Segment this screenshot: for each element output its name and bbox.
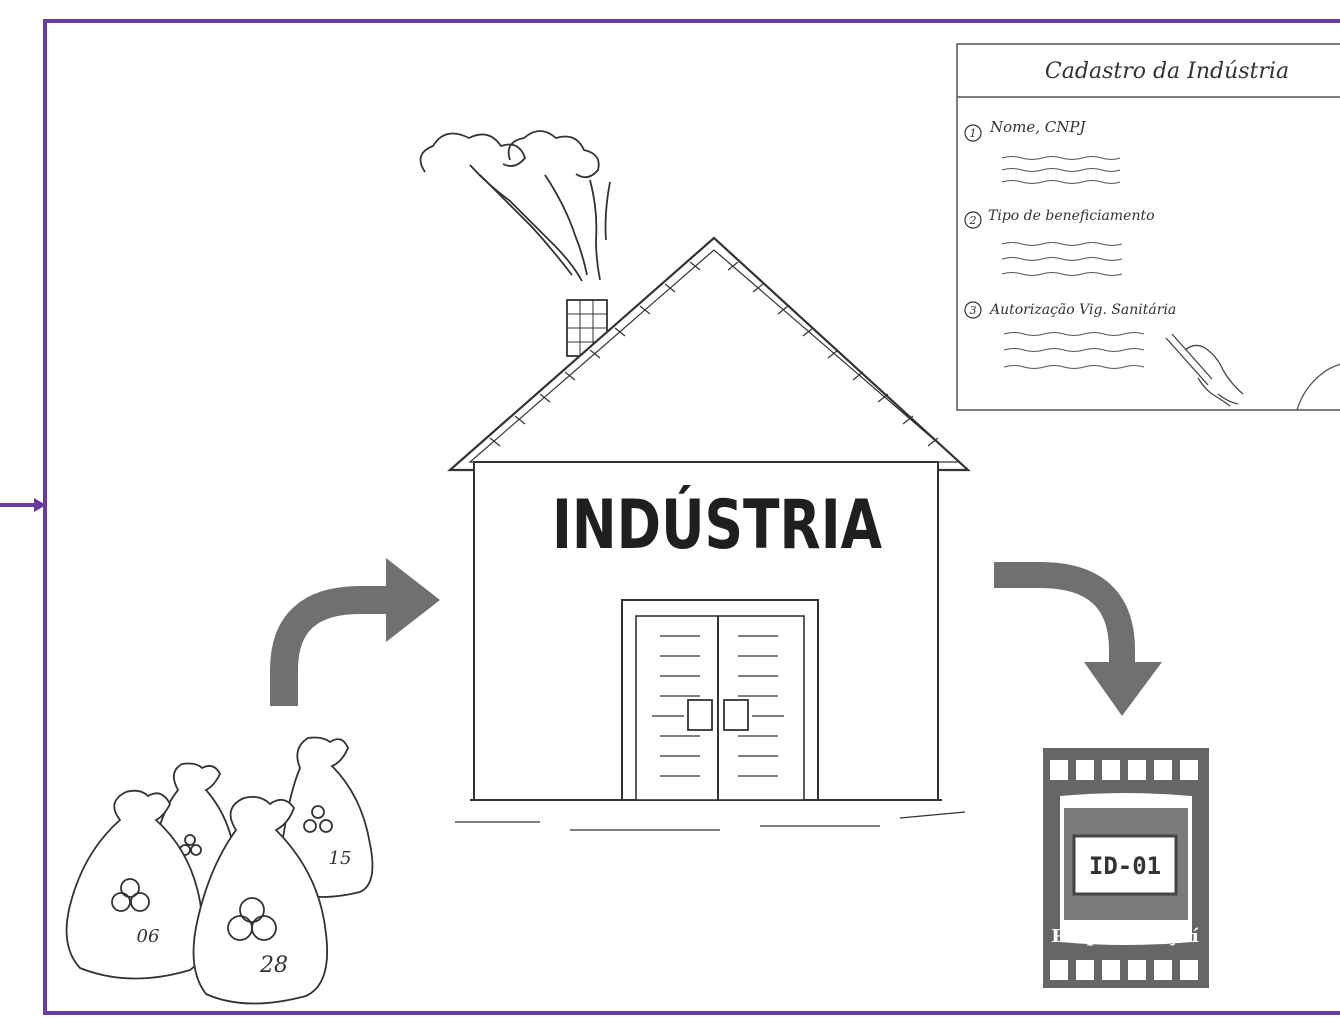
- form-item-number: 1: [970, 127, 977, 140]
- factory-door: [621, 599, 819, 801]
- registration-form: Cadastro da Indústria 1 Nome, CNPJ 2 Tip…: [956, 43, 1340, 411]
- arrow-to-product: [994, 562, 1162, 716]
- smoke-icon: [419, 130, 611, 282]
- bag-number: 15: [329, 848, 352, 869]
- page-curl: [1296, 363, 1340, 411]
- form-item-1: 1 Nome, CNPJ: [964, 118, 1121, 184]
- bag-number: 06: [137, 926, 160, 947]
- acai-bags-group: [65, 736, 374, 1005]
- bag-number: 28: [259, 953, 288, 978]
- arrow-into-factory: [270, 558, 440, 706]
- package-product-name: Polpa de açaí: [1051, 926, 1199, 947]
- form-title: Cadastro da Indústria: [1045, 59, 1289, 84]
- form-item-number: 3: [970, 304, 977, 317]
- form-item-label: Tipo de beneficiamento: [988, 208, 1155, 224]
- form-item-label: Autorização Vig. Sanitária: [988, 302, 1176, 318]
- bag-06: [65, 789, 204, 980]
- factory-building: INDÚSTRIA: [447, 236, 971, 831]
- factory-label: INDÚSTRIA: [552, 485, 882, 565]
- form-item-number: 2: [969, 214, 977, 227]
- product-package: ID-01 Polpa de açaí: [1043, 748, 1209, 988]
- incoming-arrow: [0, 498, 46, 512]
- form-item-2: 2 Tipo de beneficiamento: [964, 208, 1155, 276]
- form-item-3: 3 Autorização Vig. Sanitária: [964, 301, 1176, 369]
- roof: [447, 236, 971, 472]
- form-item-label: Nome, CNPJ: [989, 118, 1086, 136]
- bag-28: [192, 795, 328, 1005]
- writing-hand-icon: [1165, 333, 1244, 407]
- frame-border: [43, 19, 1340, 1015]
- package-id: ID-01: [1089, 852, 1161, 880]
